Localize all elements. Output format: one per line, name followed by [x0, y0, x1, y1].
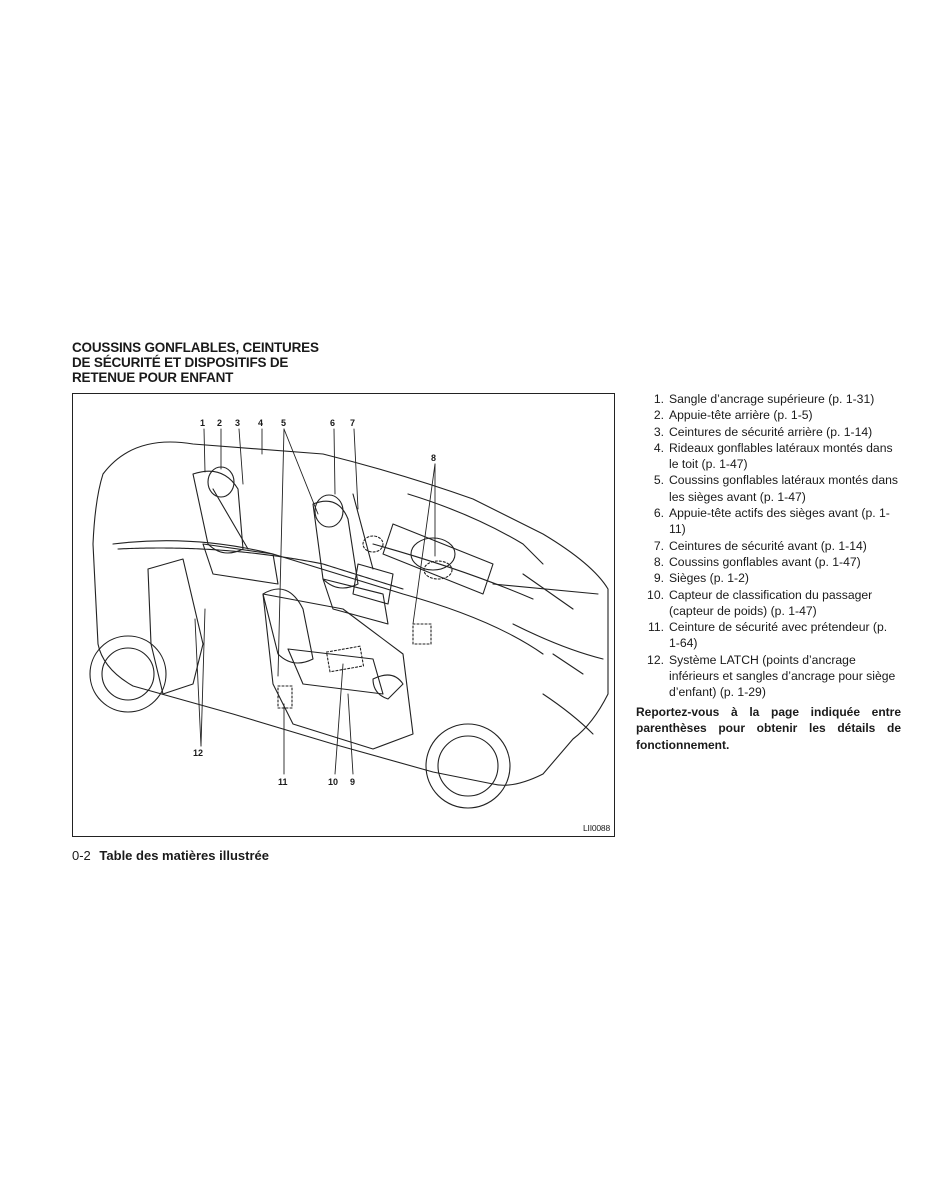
callout-10: 10: [328, 777, 339, 787]
rear-belt: [212, 488, 249, 550]
legend-item: 5. Coussins gonflables latéraux montés da…: [636, 472, 901, 505]
legend-number: 5.: [653, 473, 664, 488]
legend-number: 12.: [647, 652, 664, 667]
section-name: Table des matières illustrée: [99, 848, 269, 863]
callout-6: 6: [330, 418, 336, 428]
legend-number: 9.: [653, 571, 664, 586]
callout-12: 12: [193, 748, 204, 758]
vehicle-diagram: 1 2 3 4 5 6 7 8 9 10 11 12 LII0088: [72, 393, 615, 837]
callout-7: 7: [350, 418, 356, 428]
legend-item: 2. Appuie-tête arrière (p. 1-5): [636, 407, 901, 423]
weight-sensor-zone: [325, 645, 365, 673]
windshield-lower: [372, 543, 534, 600]
hood: [492, 583, 604, 735]
reference-note: Reportez-vous à la page indiquée entre p…: [636, 705, 901, 752]
legend-list: 1.Sangle d’ancrage supérieure (p. 1-31) …: [636, 391, 901, 701]
roof-airbag-rail: [117, 547, 404, 590]
legend-number: 6.: [653, 506, 664, 521]
callout-5: 5: [281, 418, 287, 428]
callout-8: 8: [431, 453, 437, 463]
car-body-outline: [92, 441, 609, 786]
page-footer: 0-2 Table des matières illustrée: [72, 848, 269, 863]
center-console: [352, 563, 394, 605]
dashboard: [382, 523, 494, 595]
roof-line: [112, 540, 544, 655]
legend-number: 1.: [653, 392, 664, 406]
legend-number: 11.: [647, 620, 664, 635]
legend-text: Rideaux gonflables latéraux montés dans …: [669, 440, 893, 472]
front-belt: [352, 493, 374, 570]
legend-text: Sièges (p. 1-2): [669, 571, 749, 586]
legend-number: 3.: [653, 424, 664, 439]
title-line-3: RETENUE POUR ENFANT: [72, 370, 234, 385]
title-line-1: COUSSINS GONFLABLES, CEINTURES: [72, 340, 319, 355]
front-seatback-right: [262, 588, 314, 664]
legend-number: 4.: [653, 440, 664, 455]
rear-seatback: [192, 470, 244, 554]
legend-item: 8. Coussins gonflables avant (p. 1-47): [636, 554, 901, 570]
legend-text: Ceintures de sécurité arrière (p. 1-14): [669, 424, 873, 439]
legend-item: 10. Capteur de classification du passager…: [636, 587, 901, 620]
front-seatback-left: [312, 500, 359, 589]
callout-2: 2: [217, 418, 223, 428]
front-seat-cushion-left: [322, 578, 389, 625]
pretensioner-zone: [277, 685, 293, 709]
front-headrest-left: [314, 494, 344, 528]
section-title: COUSSINS GONFLABLES, CEINTURES DE SÉCURI…: [72, 340, 372, 385]
legend-text: Coussins gonflables avant (p. 1-47): [669, 554, 861, 569]
front-wheel: [425, 723, 511, 809]
callout-1: 1: [200, 418, 206, 428]
front-airbag-zone: [423, 560, 453, 580]
legend-item: 11. Ceinture de sécurité avec prétendeur …: [636, 619, 901, 652]
figure-code: LII0088: [583, 823, 610, 833]
windshield-frame: [407, 493, 544, 565]
legend-item: 9. Sièges (p. 1-2): [636, 570, 901, 586]
legend-text: Ceintures de sécurité avant (p. 1-14): [669, 538, 867, 553]
legend-text: Appuie-tête arrière (p. 1-5): [669, 408, 813, 423]
steering-wheel: [410, 537, 456, 571]
legend-text: Appuie-tête actifs des sièges avant (p. …: [669, 506, 890, 537]
front-seat-cushion-right: [287, 648, 384, 695]
callout-leaders: [194, 428, 436, 775]
front-door-opening: [262, 593, 414, 750]
legend-number: 2.: [653, 408, 664, 423]
callout-3: 3: [235, 418, 241, 428]
legend-item: 3. Ceintures de sécurité arrière (p. 1-14…: [636, 424, 901, 440]
callout-4: 4: [258, 418, 264, 428]
legend-number: 10.: [647, 587, 664, 602]
rear-door-opening: [147, 558, 204, 695]
legend-text: Système LATCH (points d’ancrage inférieu…: [669, 652, 896, 700]
side-airbag-zone: [362, 535, 384, 553]
page-number: 0-2: [72, 848, 91, 863]
hood-crease: [522, 573, 584, 675]
rear-seat-cushion: [202, 543, 279, 585]
rear-wheel-hub: [101, 647, 155, 701]
legend-item: 4. Rideaux gonflables latéraux montés dan…: [636, 440, 901, 473]
callout-9: 9: [350, 777, 356, 787]
title-line-2: DE SÉCURITÉ ET DISPOSITIFS DE: [72, 355, 289, 370]
legend-number: 7.: [653, 538, 664, 553]
callout-11: 11: [278, 777, 288, 787]
rear-headrest: [207, 466, 235, 498]
legend-item: 1. Sangle d’ancrage supérieure (p. 1-31): [636, 391, 901, 407]
front-passenger-airbag-zone: [412, 623, 432, 645]
car-cutaway-drawing: [89, 428, 609, 809]
legend-item: 7. Ceintures de sécurité avant (p. 1-14): [636, 538, 901, 554]
legend-number: 8.: [653, 554, 664, 569]
legend-text: Sangle d’ancrage supérieure (p. 1-31): [669, 392, 875, 406]
legend-text: Ceinture de sécurité avec prétendeur (p.…: [669, 620, 888, 651]
rear-wheel: [89, 635, 167, 713]
side-mirror: [372, 674, 404, 700]
legend-item: 12. Système LATCH (points d’ancrage infér…: [636, 652, 901, 701]
legend-item: 6. Appuie-tête actifs des sièges avant (p…: [636, 505, 901, 538]
front-wheel-hub: [437, 735, 499, 797]
legend-text: Capteur de classification du passager (c…: [669, 587, 873, 618]
legend-text: Coussins gonflables latéraux montés dans…: [669, 473, 898, 504]
